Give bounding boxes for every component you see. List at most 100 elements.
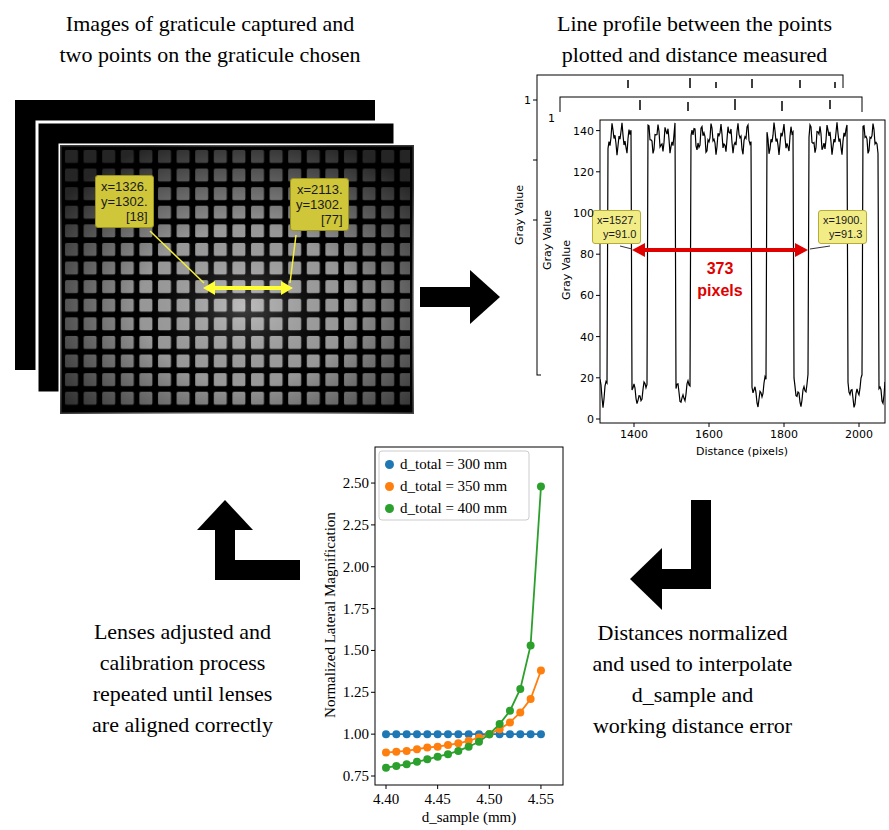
data-point <box>527 641 535 649</box>
callout-leader <box>810 246 830 249</box>
callout-text: x=1900. y=91.3 <box>823 213 862 241</box>
tick-label: 80 <box>580 248 594 261</box>
callout-box: x=1900. y=91.3 <box>818 210 867 244</box>
tick-label: 4.40 <box>373 791 399 808</box>
data-point <box>444 741 452 749</box>
data-point <box>413 758 421 766</box>
data-point <box>475 738 483 746</box>
data-point <box>485 730 493 738</box>
axis-tick <box>371 650 375 651</box>
data-series <box>382 482 545 771</box>
axis-tick <box>371 734 375 735</box>
graticule-image-stack <box>60 145 414 414</box>
data-point <box>516 730 524 738</box>
data-point <box>537 667 545 675</box>
axis-tick <box>634 423 635 427</box>
data-point <box>392 762 400 770</box>
edge-label: Lenses adjusted and calibration process … <box>60 616 305 740</box>
tick-label: 2.25 <box>343 516 369 533</box>
data-point <box>403 730 411 738</box>
data-point <box>434 753 442 761</box>
data-point <box>434 730 442 738</box>
tick-label: 1.50 <box>343 642 369 659</box>
data-point <box>506 730 514 738</box>
axis-tick <box>596 130 600 131</box>
axis-tick <box>371 483 541 789</box>
axis-tick <box>596 419 600 420</box>
distance-arrow <box>642 248 798 252</box>
tick-label: 120 <box>573 165 594 178</box>
axis-label: Gray Value <box>541 210 554 270</box>
callout-text: x=1326. y=1302. [18] <box>101 179 148 224</box>
data-point <box>423 755 431 763</box>
data-point <box>485 730 493 738</box>
panel-caption: Distances normalized and used to interpo… <box>590 617 795 741</box>
graticule-image-stack <box>60 145 414 414</box>
axis-tick <box>596 295 600 296</box>
callout-leader <box>620 246 632 249</box>
tick-label: 20 <box>580 371 594 384</box>
data-point <box>454 747 462 755</box>
tick-label: 100 <box>573 207 594 220</box>
tick-label: 2.50 <box>343 475 369 492</box>
data-point <box>527 730 535 738</box>
legend-text: d_total = 400 mm <box>400 500 507 517</box>
legend-text: d_total = 300 mm <box>400 456 507 473</box>
legend-text: d_total = 350 mm <box>400 478 507 495</box>
legend-swatch <box>385 460 394 469</box>
axis-tick <box>596 254 600 255</box>
data-point <box>413 745 421 753</box>
axis-tick <box>859 423 860 427</box>
tick-label: 1.00 <box>343 726 369 743</box>
tick-label: 4.55 <box>528 791 554 808</box>
axis-tick <box>386 785 387 789</box>
data-point <box>382 730 390 738</box>
flow-arrow <box>197 500 300 570</box>
axis-tick <box>540 785 541 789</box>
data-point <box>423 730 431 738</box>
profile-plot-back <box>533 75 889 462</box>
arrow-head <box>197 500 253 530</box>
axis-tick <box>371 524 375 525</box>
axis-tick <box>596 171 600 172</box>
tick-label: 0 <box>587 413 594 426</box>
data-point <box>444 750 452 758</box>
legend-swatch <box>385 482 394 491</box>
tick-label: 40 <box>580 330 594 343</box>
axis-tick <box>371 776 375 777</box>
panel-caption: Line profile between the points plotted … <box>500 8 889 70</box>
data-point <box>423 744 431 752</box>
arrow-head <box>470 270 500 324</box>
tick-label: 1600 <box>695 428 723 441</box>
tick-label: 4.50 <box>476 791 502 808</box>
data-point <box>444 730 452 738</box>
axis-tick <box>437 785 438 789</box>
data-point <box>465 743 473 751</box>
callout-box: x=1527. y=91.0 <box>592 210 641 244</box>
figure-panel: Images of graticule captured and two poi… <box>0 0 420 500</box>
data-point <box>496 720 504 728</box>
tick-label: 140 <box>573 124 594 137</box>
distance-arrow <box>632 243 645 257</box>
axis-tick <box>371 483 375 484</box>
graticule-image-stack <box>15 100 414 414</box>
flow-arrow <box>420 270 500 324</box>
arrow-stem <box>225 529 300 570</box>
distance-arrow <box>795 243 808 257</box>
profile-plot-back <box>640 99 830 111</box>
magnification-plot <box>371 447 563 789</box>
axis-tick <box>371 566 375 567</box>
legend-entry: d_total = 350 mm <box>385 477 507 495</box>
data-point <box>506 707 514 715</box>
axis-tick <box>371 608 375 609</box>
data-point <box>392 748 400 756</box>
tick-label: 60 <box>580 289 594 302</box>
axis-label: Gray Value <box>513 185 526 245</box>
data-point <box>516 708 524 716</box>
axis-tick <box>784 423 785 427</box>
yellow-double-arrow <box>212 286 284 290</box>
data-point <box>403 760 411 768</box>
profile-plot <box>600 120 885 423</box>
callout-box: x=1326. y=1302. [18] <box>95 175 154 228</box>
